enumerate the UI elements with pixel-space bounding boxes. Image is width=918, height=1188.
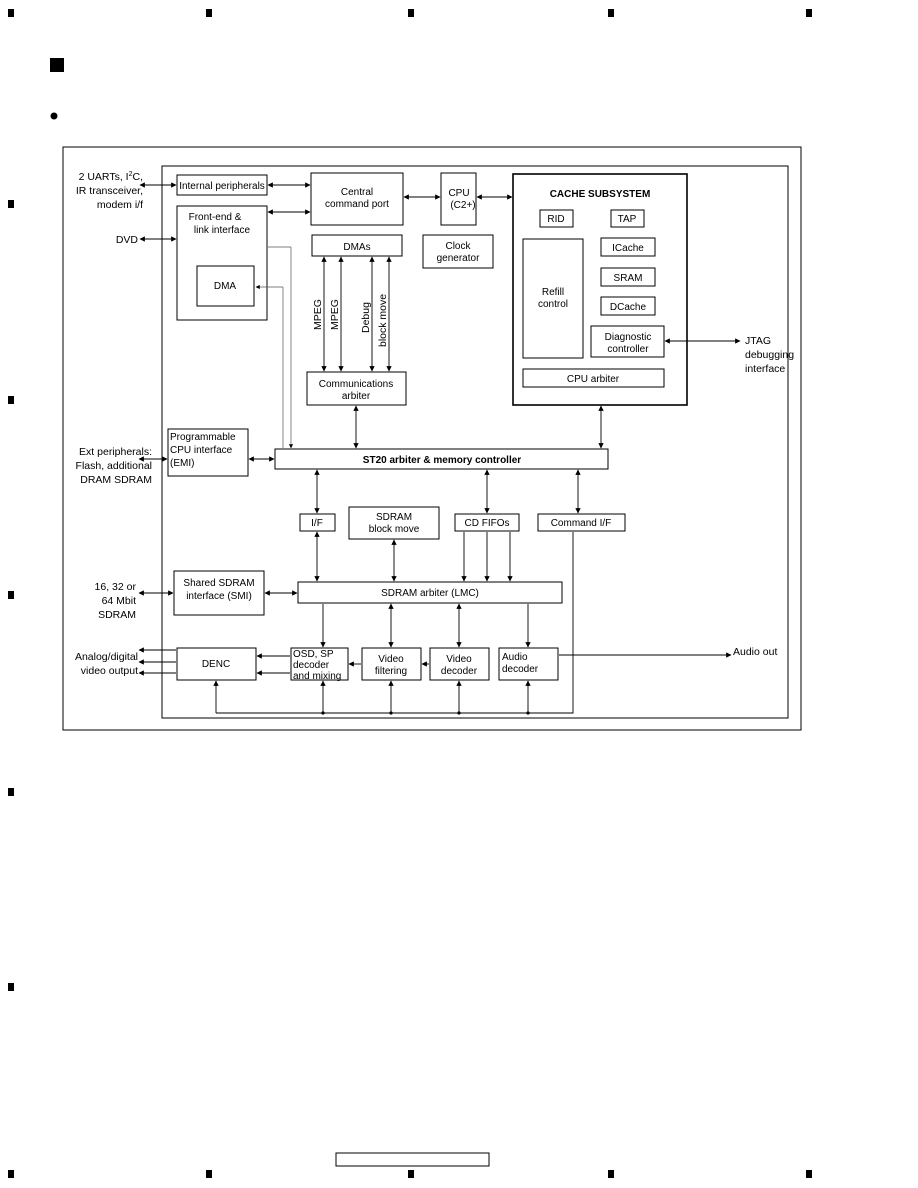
command-if-block: Command I/F (537, 513, 626, 532)
svg-text:command port: command port (325, 199, 389, 210)
if-block: I/F (299, 513, 336, 532)
svg-text:MPEG: MPEG (312, 299, 324, 330)
osd-block: OSD, SP decoder and mixing (290, 647, 349, 682)
cache-subsystem-block: CACHE SUBSYSTEM RID TAP Refill control I… (512, 173, 688, 406)
svg-text:Clock: Clock (445, 241, 471, 252)
svg-text:decoder: decoder (293, 660, 330, 671)
svg-text:JTAG: JTAG (745, 335, 771, 347)
svg-text:Video: Video (446, 654, 472, 665)
svg-text:DRAM SDRAM: DRAM SDRAM (80, 474, 152, 486)
audio-decoder-block: Audio decoder (498, 647, 559, 681)
svg-text:Programmable: Programmable (170, 432, 236, 443)
st20-arbiter-block: ST20 arbiter & memory controller (274, 448, 609, 470)
sdram-block-move-block: SDRAM block move (348, 506, 440, 540)
lmc-block: SDRAM arbiter (LMC) (297, 581, 563, 604)
svg-text:Audio: Audio (502, 652, 528, 663)
svg-text:controller: controller (607, 344, 649, 355)
svg-text:DMA: DMA (214, 281, 237, 292)
svg-text:Flash, additional: Flash, additional (76, 460, 152, 472)
svg-text:DVD: DVD (116, 234, 139, 246)
svg-text:Ext peripherals:: Ext peripherals: (79, 446, 152, 458)
svg-text:64 Mbit: 64 Mbit (102, 595, 137, 607)
svg-text:CPU arbiter: CPU arbiter (567, 374, 620, 385)
svg-text:SRAM: SRAM (614, 273, 643, 284)
svg-text:Command I/F: Command I/F (551, 518, 612, 529)
svg-text:Audio out: Audio out (733, 646, 777, 658)
svg-text:ST20 arbiter & memory controll: ST20 arbiter & memory controller (363, 455, 521, 466)
emi-block: Programmable CPU interface (EMI) (167, 428, 249, 477)
svg-text:Diagnostic: Diagnostic (605, 332, 652, 343)
svg-text:filtering: filtering (375, 666, 407, 677)
svg-text:OSD, SP: OSD, SP (293, 649, 334, 660)
svg-text:ICache: ICache (612, 243, 644, 254)
svg-text:debugging: debugging (745, 349, 794, 361)
internal-peripherals-block: Internal peripherals (176, 174, 268, 196)
svg-text:modem i/f: modem i/f (97, 199, 143, 211)
svg-text:video output: video output (81, 665, 138, 677)
svg-text:CPU: CPU (448, 188, 469, 199)
svg-text:DENC: DENC (202, 659, 230, 670)
svg-text:SDRAM: SDRAM (376, 512, 412, 523)
communications-arbiter-block: Communications arbiter (306, 371, 407, 406)
svg-text:DCache: DCache (610, 302, 647, 313)
svg-text:interface: interface (745, 363, 785, 375)
svg-text:Analog/digital: Analog/digital (75, 651, 138, 663)
svg-text:and mixing: and mixing (293, 671, 341, 682)
svg-text:decoder: decoder (441, 666, 478, 677)
clock-generator-block: Clock generator (422, 234, 494, 269)
front-end-link-interface-block: Front-end & link interface DMA (176, 205, 268, 321)
svg-text:SDRAM: SDRAM (98, 609, 136, 621)
footer-box (335, 1152, 490, 1167)
svg-text:block move: block move (369, 524, 420, 535)
svg-text:RID: RID (547, 214, 564, 225)
dma-channel-labels: MPEG MPEG Debug block move (312, 294, 389, 347)
svg-text:Video: Video (378, 654, 404, 665)
svg-text:16, 32 or: 16, 32 or (95, 581, 137, 593)
page-border-marks (8, 9, 812, 1178)
video-decoder-block: Video decoder (429, 647, 490, 681)
svg-text:link interface: link interface (194, 225, 251, 236)
svg-text:Shared SDRAM: Shared SDRAM (183, 578, 254, 589)
svg-text:interface (SMI): interface (SMI) (186, 591, 252, 602)
svg-text:generator: generator (437, 253, 480, 264)
cd-fifos-block: CD FIFOs (454, 513, 520, 532)
section-marker (50, 58, 64, 72)
dmas-block: DMAs (311, 234, 403, 257)
cpu-block: CPU (C2+) (440, 172, 477, 226)
svg-text:Debug: Debug (360, 302, 372, 333)
svg-text:block move: block move (377, 294, 389, 347)
svg-text:(EMI): (EMI) (170, 458, 194, 469)
svg-text:control: control (538, 299, 568, 310)
svg-text:Front-end &: Front-end & (189, 212, 242, 223)
svg-text:CD FIFOs: CD FIFOs (465, 518, 510, 529)
svg-text:(C2+): (C2+) (450, 200, 475, 211)
svg-text:MPEG: MPEG (329, 299, 341, 330)
svg-text:arbiter: arbiter (342, 391, 371, 402)
svg-text:CACHE SUBSYSTEM: CACHE SUBSYSTEM (550, 189, 651, 200)
external-labels: 2 UARTs, I2C, IR transceiver, modem i/f … (75, 171, 794, 677)
denc-block: DENC (176, 647, 257, 681)
central-command-port-block: Central command port (310, 172, 404, 226)
video-filtering-block: Video filtering (361, 647, 422, 681)
svg-text:Communications: Communications (319, 379, 393, 390)
svg-text:Internal peripherals: Internal peripherals (179, 181, 265, 192)
svg-text:IR transceiver,: IR transceiver, (76, 185, 143, 197)
connection-lines (138, 182, 741, 715)
svg-text:Central: Central (341, 187, 373, 198)
svg-text:Refill: Refill (542, 287, 564, 298)
svg-text:I/F: I/F (311, 518, 323, 529)
svg-text:TAP: TAP (618, 214, 637, 225)
bullet-icon (50, 112, 58, 120)
svg-text:decoder: decoder (502, 664, 539, 675)
svg-text:2 UARTs, I2C,: 2 UARTs, I2C, (79, 171, 143, 183)
svg-text:DMAs: DMAs (343, 242, 370, 253)
svg-text:SDRAM arbiter (LMC): SDRAM arbiter (LMC) (381, 588, 479, 599)
smi-block: Shared SDRAM interface (SMI) (173, 570, 265, 616)
svg-text:CPU interface: CPU interface (170, 445, 233, 456)
